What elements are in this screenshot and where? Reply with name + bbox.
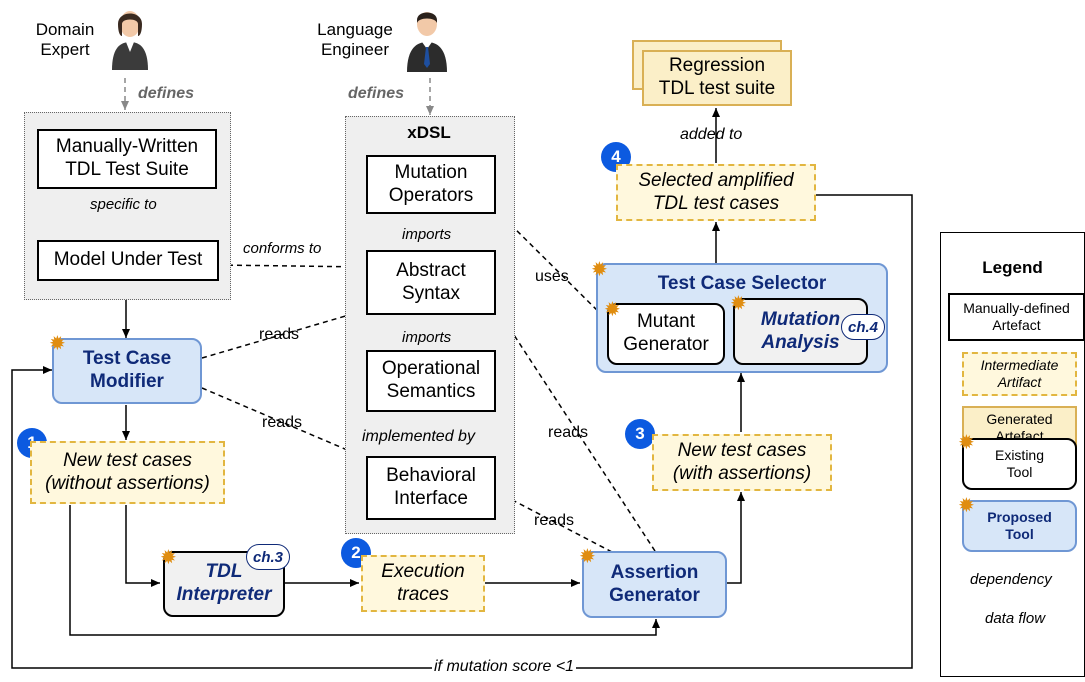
legend-existing: Existing Tool: [962, 438, 1077, 490]
if-mutation-score-label: if mutation score <1: [432, 658, 577, 676]
imports-label-1: imports: [400, 226, 454, 243]
specific-to-label: specific to: [88, 196, 159, 213]
chapter-badge-4: ch.4: [841, 314, 886, 340]
step-number-3: 3: [625, 419, 655, 449]
dep-assertion-reads-syntax: [496, 308, 656, 552]
gear-icon-modifier: ✹: [49, 333, 66, 355]
chapter-badge-3: ch.3: [246, 544, 291, 570]
reads-label-4: reads: [534, 512, 575, 529]
reads-label-1: reads: [259, 326, 300, 343]
legend-proposed: Proposed Tool: [962, 500, 1077, 552]
defines-label-language: defines: [348, 85, 405, 102]
legend-dependency-label: dependency: [970, 571, 1052, 588]
legend-title: Legend: [982, 258, 1043, 277]
test-case-selector-title: Test Case Selector: [657, 273, 827, 294]
legend-manual: Manually-defined Artefact: [948, 293, 1085, 341]
new-test-cases-with-assertions: New test cases (with assertions): [652, 434, 832, 491]
gear-icon-interpreter: ✹: [160, 547, 177, 569]
imports-label-2: imports: [400, 329, 454, 346]
tdl-interpreter: TDL Interpreter: [163, 551, 285, 617]
reads-label-3: reads: [548, 424, 589, 441]
gear-icon-mutant: ✹: [604, 299, 621, 321]
uses-label: uses: [535, 268, 569, 285]
xdsl-title: xDSL: [407, 123, 451, 142]
gear-icon-legend-proposed: ✹: [958, 495, 975, 517]
dep-assertion-reads-interface: [496, 491, 613, 553]
new-test-cases-without-assertions: New test cases (without assertions): [30, 441, 225, 504]
conforms-to-label: conforms to: [243, 240, 322, 257]
language-engineer-avatar: [407, 12, 447, 72]
gear-icon-assertion: ✹: [579, 546, 596, 568]
dep-conforms-to: [218, 262, 366, 271]
added-to-label: added to: [680, 126, 743, 143]
defines-label-domain: defines: [138, 85, 195, 102]
selected-amplified-test-cases: Selected amplified TDL test cases: [616, 164, 816, 221]
mutant-generator: Mutant Generator: [607, 303, 725, 365]
model-under-test: Model Under Test: [37, 240, 219, 281]
abstract-syntax: Abstract Syntax: [366, 250, 496, 315]
gear-icon-selector: ✹: [591, 259, 608, 281]
test-case-modifier: Test Case Modifier: [52, 338, 202, 404]
reads-label-2: reads: [262, 414, 303, 431]
manual-test-suite: Manually-Written TDL Test Suite: [37, 129, 217, 189]
dep-modifier-reads-interface: [201, 387, 367, 459]
implemented-by-label: implemented by: [360, 428, 477, 446]
legend-intermediate: Intermediate Artifact: [962, 352, 1077, 396]
domain-expert-avatar: [112, 11, 148, 70]
mutation-operators: Mutation Operators: [366, 155, 496, 214]
assertion-generator: Assertion Generator: [582, 551, 727, 618]
gear-icon-legend-existing: ✹: [958, 432, 975, 454]
dep-modifier-reads-syntax: [201, 308, 367, 359]
regression-tdl-test-suite: Regression TDL test suite: [642, 50, 792, 106]
language-engineer-label: Language Engineer: [317, 19, 393, 59]
legend-dataflow-label: data flow: [985, 610, 1046, 627]
behavioral-interface: Behavioral Interface: [366, 456, 496, 520]
gear-icon-mutation-analysis: ✹: [730, 293, 747, 315]
flow-new-to-interpreter: [125, 505, 160, 587]
domain-expert-label: Domain Expert: [35, 19, 95, 59]
flow-new-to-assertion: [69, 505, 660, 636]
operational-semantics: Operational Semantics: [366, 350, 496, 412]
flow-assertion-to-withtests: [727, 492, 745, 584]
execution-traces: Execution traces: [361, 555, 485, 612]
